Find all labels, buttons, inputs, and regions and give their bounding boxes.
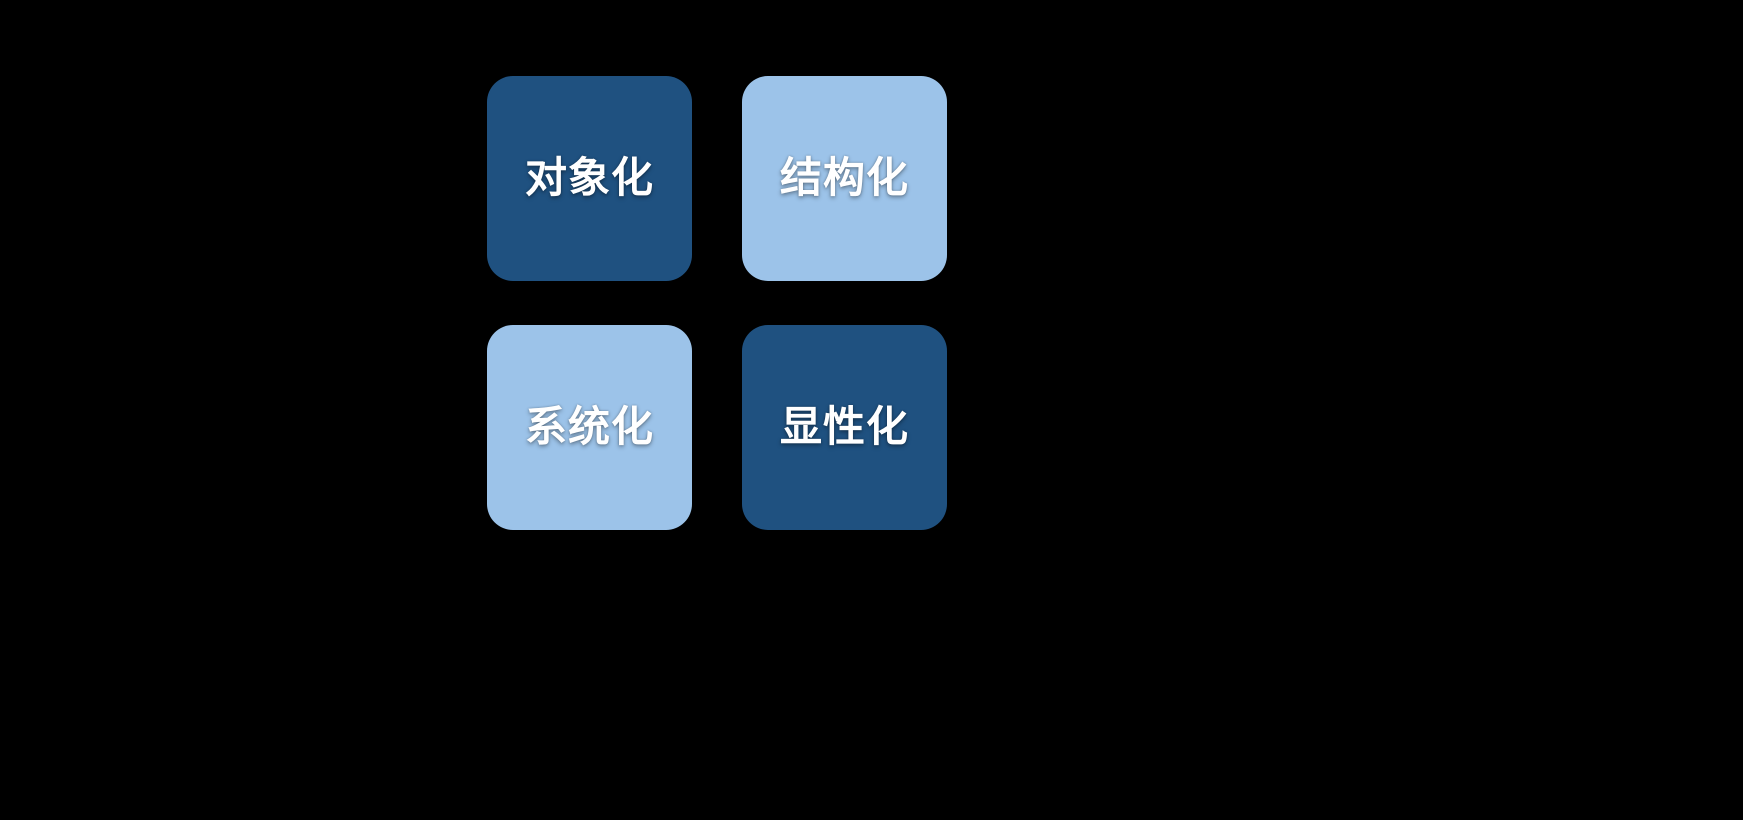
card-label-xianxinghua: 显性化 [779,403,909,451]
card-label-jiegouhua: 结构化 [779,154,909,202]
card-xitonghua[interactable]: 系统化 [487,325,692,530]
card-xianxinghua[interactable]: 显性化 [742,325,947,530]
card-jiegouhua[interactable]: 结构化 [742,76,947,281]
card-duixianghua[interactable]: 对象化 [487,76,692,281]
card-label-xitonghua: 系统化 [524,403,654,451]
card-grid: 对象化 结构化 系统化 显性化 [487,76,947,530]
card-label-duixianghua: 对象化 [524,154,654,202]
